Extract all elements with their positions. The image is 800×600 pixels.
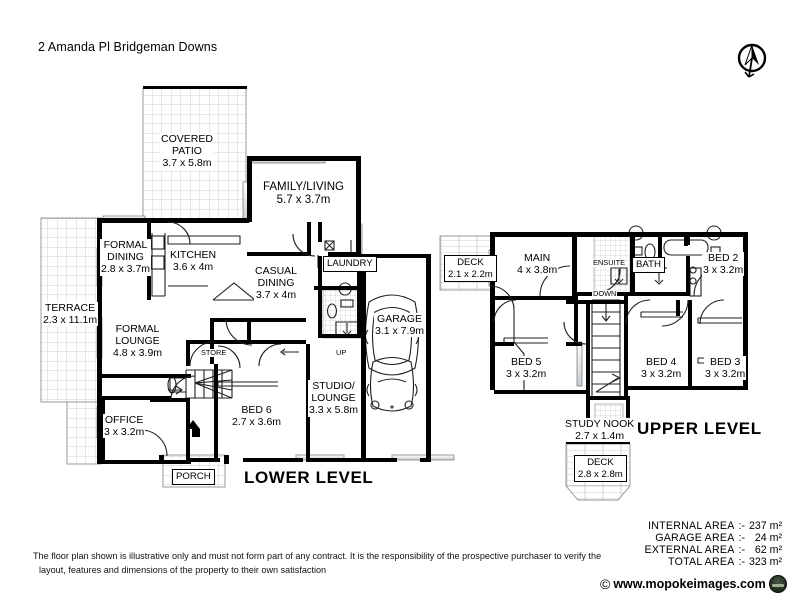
room-label-store: STORE <box>200 348 228 358</box>
deck-bevel <box>565 485 631 501</box>
lower-level-title: LOWER LEVEL <box>244 468 374 487</box>
area-value: 62 m² <box>754 543 782 556</box>
disclaimer: The floor plan shown is illustrative onl… <box>33 550 613 577</box>
area-value: 323 m² <box>749 555 782 568</box>
area-row: EXTERNAL AREA:- 62 m² <box>644 543 782 557</box>
room-label-laundry: LAUNDRY <box>323 256 377 272</box>
area-value: 237 m² <box>749 520 782 532</box>
disclaimer-line-1: The floor plan shown is illustrative onl… <box>33 551 602 561</box>
area-separator: :- <box>738 543 746 556</box>
website-url: www.mopokeimages.com <box>613 577 766 591</box>
copyright-icon: © <box>600 576 611 592</box>
stair-label-up: UP <box>335 348 348 358</box>
area-separator: :- <box>738 555 746 568</box>
disclaimer-line-2: layout, features and dimensions of the p… <box>39 564 327 575</box>
area-separator: :- <box>738 531 746 544</box>
upper-level-title: UPPER LEVEL <box>637 419 762 438</box>
area-value: 24 m² <box>754 531 782 544</box>
area-separator: :- <box>738 520 746 532</box>
room-label-ensuite: ENSUITE <box>592 258 627 268</box>
area-row: INTERNAL AREA:-237 m² <box>645 520 782 533</box>
area-label: TOTAL AREA <box>668 555 735 568</box>
area-row: GARAGE AREA:- 24 m² <box>645 531 782 545</box>
area-row: TOTAL AREA:-323 m² <box>645 555 782 569</box>
area-label: INTERNAL AREA <box>648 520 735 532</box>
room-label-bath: BATH <box>632 257 665 273</box>
area-label: EXTERNAL AREA <box>644 543 735 556</box>
page-title: 2 Amanda Pl Bridgeman Downs <box>38 40 218 54</box>
mopoke-owl-logo-icon <box>768 575 787 593</box>
entry-arrow <box>186 420 200 437</box>
area-label: GARAGE AREA <box>655 531 735 544</box>
stair-label-down: DOWN <box>592 289 618 299</box>
room-label-porch: PORCH <box>172 469 215 485</box>
copyright-footer: © www.mopokeimages.com <box>600 575 787 593</box>
terrace-floor-lower <box>66 401 102 465</box>
lower-bathroom-floor <box>322 289 362 339</box>
north-compass-icon <box>729 38 775 84</box>
